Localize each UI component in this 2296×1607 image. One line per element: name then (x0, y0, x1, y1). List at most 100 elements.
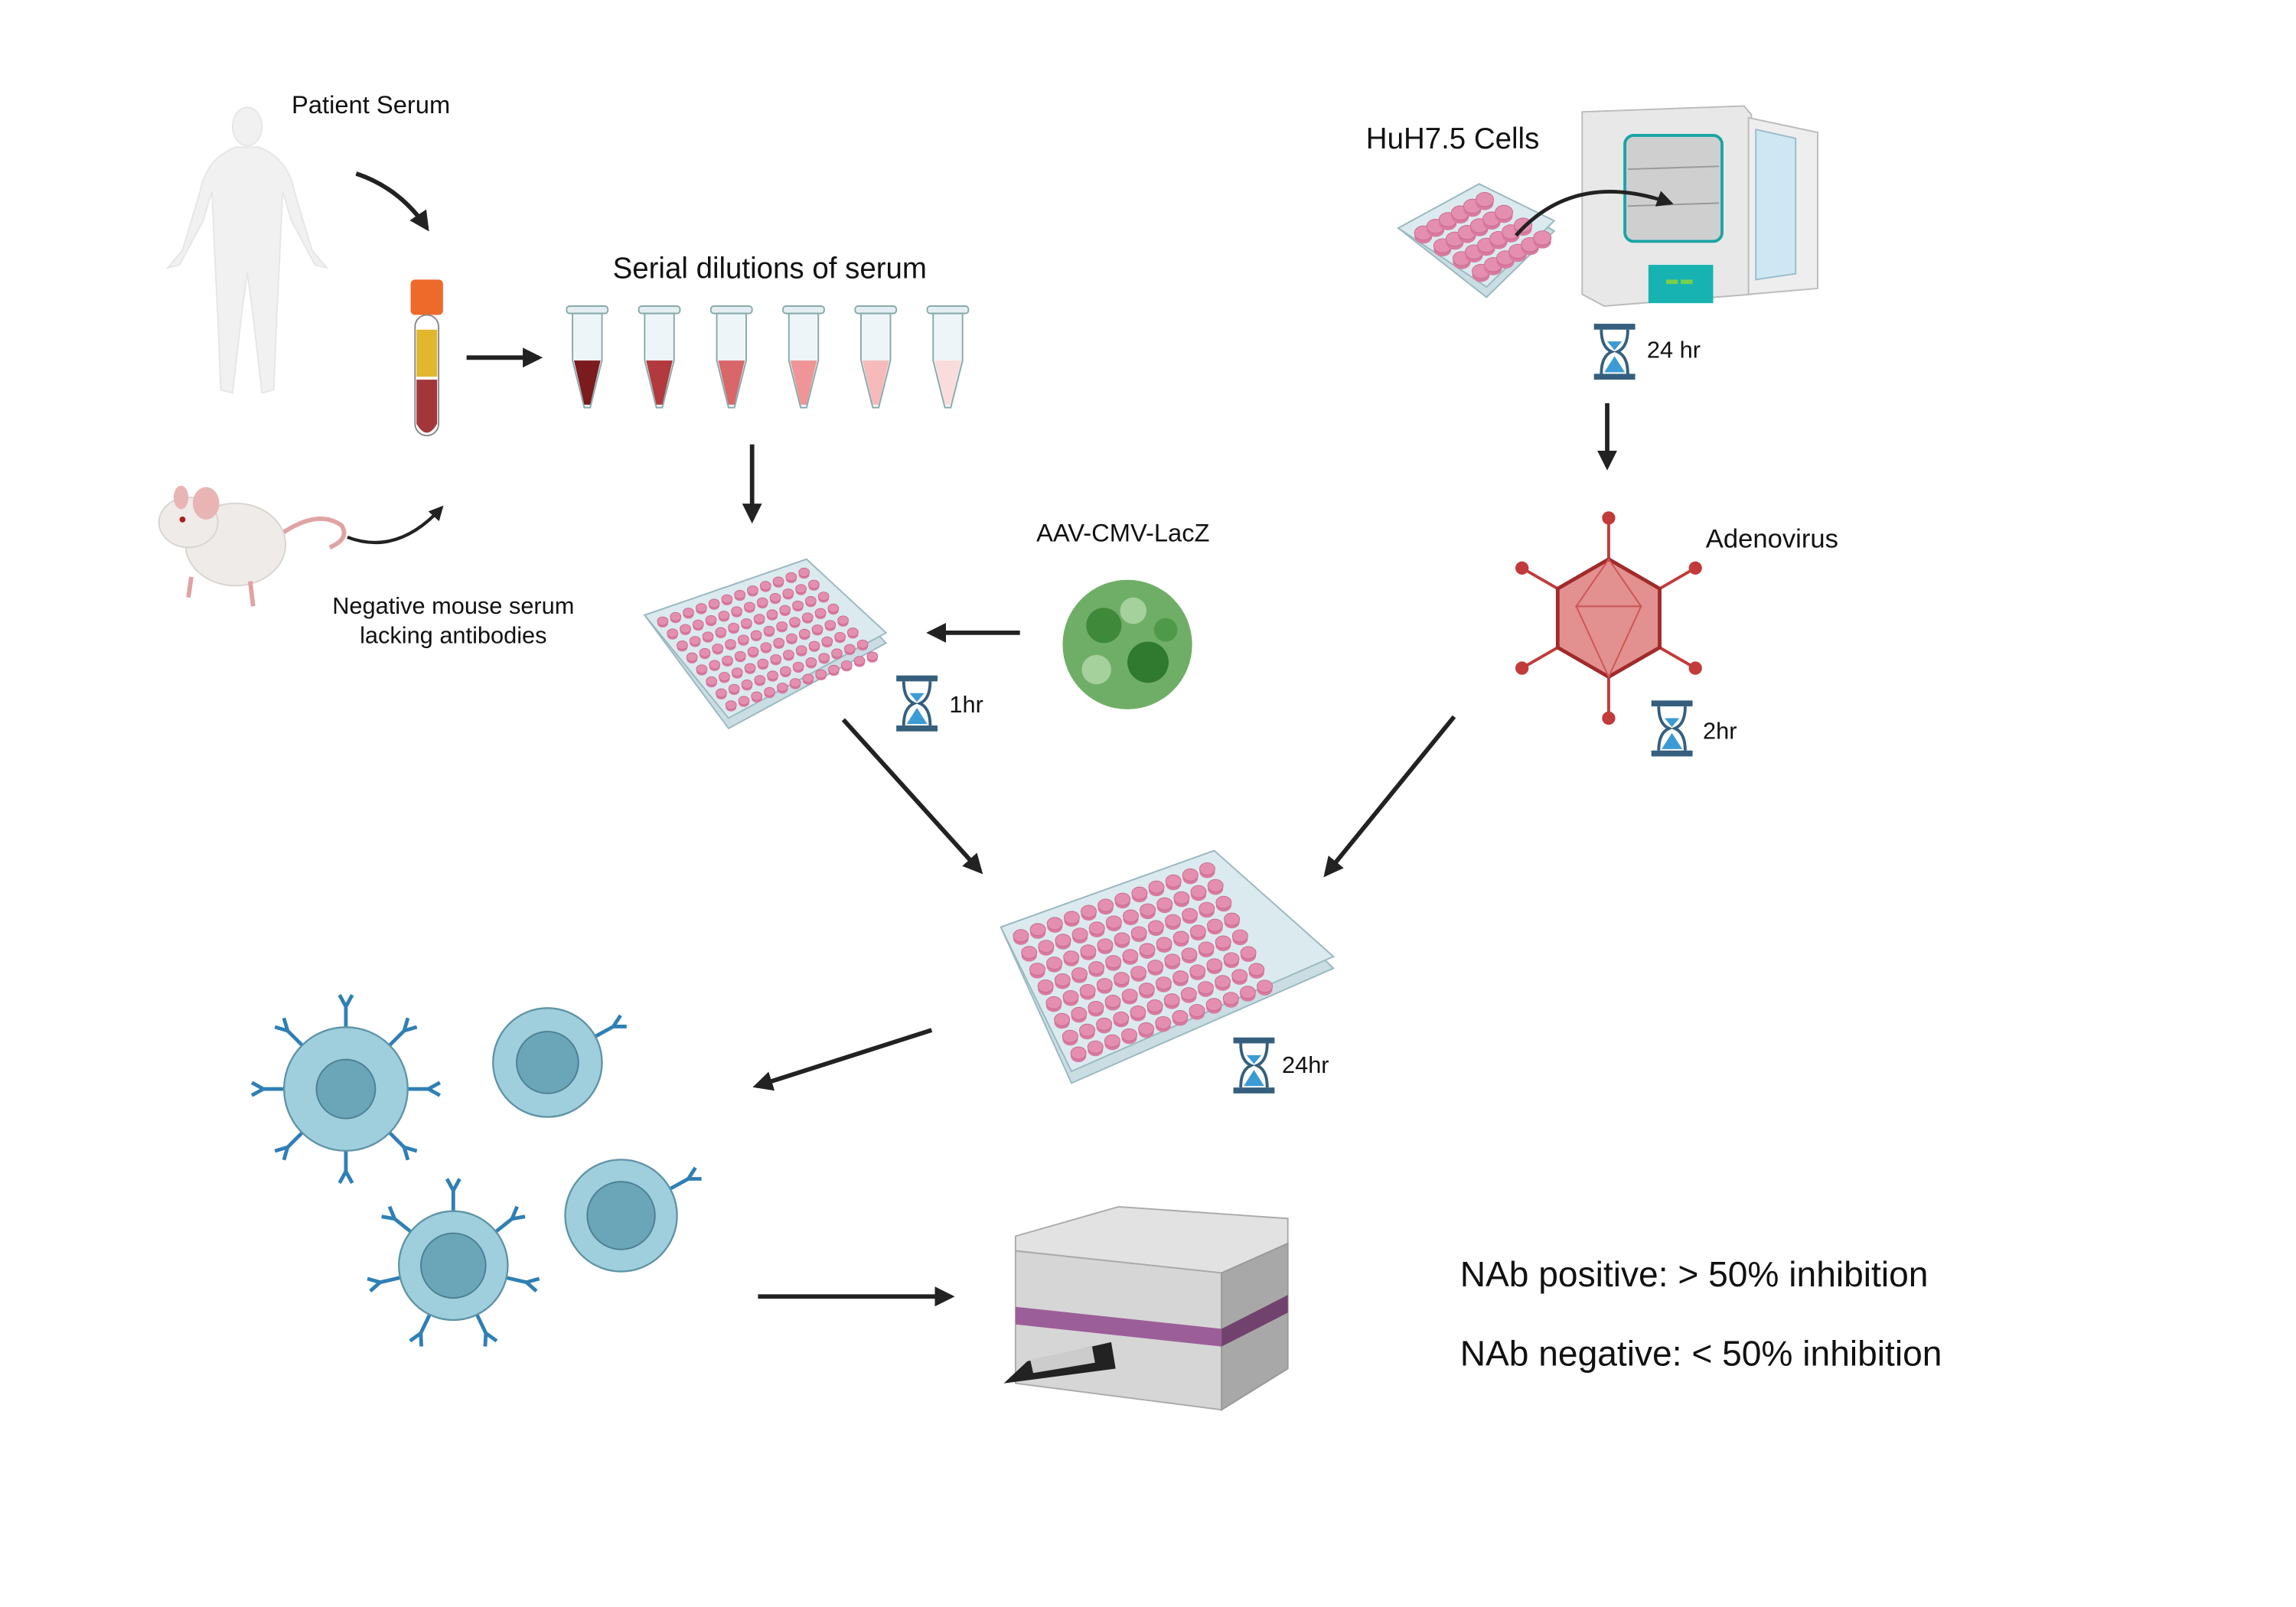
well (1533, 230, 1552, 246)
well (751, 691, 763, 701)
well-plate-96-assay (1000, 849, 1336, 1084)
well (1097, 898, 1114, 912)
well (725, 639, 736, 649)
huh-time-label: 24 hr (1647, 336, 1701, 363)
antibody-icon (506, 1276, 540, 1292)
well (1013, 929, 1029, 943)
well (718, 611, 730, 621)
well (1164, 953, 1181, 967)
well (785, 572, 797, 582)
antibody-icon (594, 1014, 627, 1038)
well (680, 624, 691, 634)
well (866, 651, 879, 661)
well (811, 624, 823, 634)
well (779, 666, 791, 676)
well (750, 630, 762, 640)
well (1055, 934, 1071, 947)
well (814, 608, 827, 618)
well (702, 631, 714, 641)
well (744, 601, 755, 611)
aav-time-label: 1hr (949, 691, 983, 718)
well (1096, 978, 1113, 992)
well (1215, 975, 1231, 989)
hourglass-icon (1233, 1037, 1275, 1094)
well (1199, 901, 1215, 915)
well (657, 616, 669, 626)
well (1189, 924, 1206, 938)
well (1046, 917, 1063, 931)
well (1172, 931, 1189, 944)
well (1222, 992, 1239, 1006)
well (1114, 892, 1131, 906)
well (776, 683, 788, 693)
fiber (1658, 566, 1697, 590)
well (795, 645, 807, 655)
fiber-knob (1688, 561, 1702, 575)
well (1138, 1022, 1155, 1035)
well (831, 648, 843, 658)
well (789, 678, 801, 688)
well (1079, 984, 1096, 997)
well (1172, 970, 1189, 984)
human-silhouette-icon (165, 106, 329, 394)
facet (1575, 605, 1642, 679)
well (1105, 915, 1122, 929)
well (1173, 891, 1190, 905)
antibody-icon (338, 1150, 354, 1185)
b-cell-icon (492, 1007, 627, 1118)
well (1147, 960, 1164, 973)
well (1038, 940, 1055, 953)
well (705, 614, 717, 625)
well (754, 675, 766, 685)
well (817, 592, 830, 601)
well (1113, 972, 1130, 986)
antibody-icon (494, 1205, 526, 1234)
well (767, 670, 778, 680)
well (1190, 885, 1207, 898)
aav-label: AAV-CMV-LacZ (1036, 519, 1209, 547)
well (769, 592, 781, 603)
hourglass-icon (896, 675, 938, 732)
well (840, 660, 853, 670)
well (1087, 1040, 1104, 1054)
well (772, 576, 784, 586)
well (1081, 905, 1097, 918)
well (1121, 989, 1138, 1002)
well (695, 603, 707, 613)
well (1062, 989, 1079, 1003)
antibody-icon (407, 1081, 441, 1097)
well (1156, 897, 1173, 911)
well (1088, 921, 1105, 935)
arrow-adenovirus-to-big-plate (1323, 715, 1456, 878)
incubator-icon (1581, 105, 1818, 307)
well (1165, 874, 1182, 888)
well (779, 605, 791, 614)
well (807, 579, 820, 589)
well (1146, 999, 1163, 1013)
well (1182, 868, 1199, 882)
well (1130, 966, 1147, 980)
adeno-time-label: 2hr (1703, 717, 1737, 744)
well (1156, 937, 1172, 950)
well (696, 664, 708, 674)
well (1165, 914, 1181, 927)
microtube-icon (709, 305, 753, 409)
well (1240, 946, 1257, 960)
well (804, 596, 817, 606)
antibody-icon (409, 1313, 432, 1347)
microtube-icon (926, 305, 970, 409)
antibody-icon (338, 994, 354, 1028)
well (1104, 995, 1121, 1008)
well (1070, 1046, 1087, 1060)
well (853, 656, 866, 666)
well (747, 585, 758, 595)
well (770, 654, 782, 664)
well (1062, 1029, 1078, 1043)
arrow-plate-into-incubator (1514, 190, 1674, 237)
antibody-cells (250, 994, 702, 1347)
well (798, 628, 810, 638)
well (756, 597, 768, 607)
fiber-knob (1602, 711, 1616, 725)
adenovirus-icon (1515, 511, 1702, 725)
aav-particle-icon (1062, 579, 1192, 709)
